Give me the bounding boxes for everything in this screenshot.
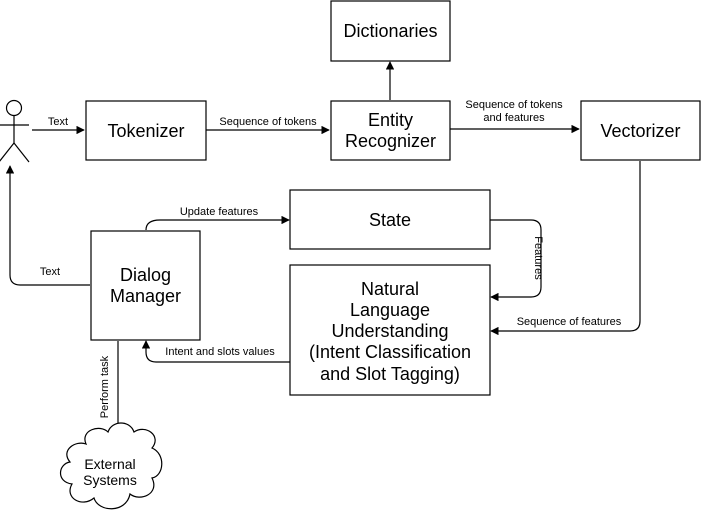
edge-state-to-nlu xyxy=(490,219,542,302)
dialog-manager-box xyxy=(90,230,201,341)
dictionaries-label: Dictionaries xyxy=(343,21,437,41)
edge-label-entity-to-vectorizer-line-2: and features xyxy=(483,112,545,124)
edge-label-dialog-to-state: Update features xyxy=(180,206,259,218)
external-systems-label-line-2: Systems xyxy=(83,472,137,488)
entity-recognizer-label-line-1: Entity xyxy=(368,110,413,130)
entity-recognizer-box xyxy=(330,100,451,161)
external-systems-label-line-1: External xyxy=(84,456,135,472)
edge-label-user-to-tokenizer: Text xyxy=(48,116,68,128)
dictionaries-box xyxy=(330,0,451,62)
nlu-label-line-5: and Slot Tagging) xyxy=(320,364,460,384)
nlu-label-line-3: Understanding xyxy=(331,321,448,341)
edge-dialog-to-state xyxy=(145,215,290,231)
nlu-label-line-2: Language xyxy=(350,300,430,320)
dialog-manager-label-line-1: Dialog xyxy=(120,265,171,285)
edge-vectorizer-to-nlu xyxy=(490,161,641,336)
edge-label-vectorizer-to-nlu: Sequence of features xyxy=(517,316,622,328)
edge-label-entity-to-vectorizer-line-1: Sequence of tokens xyxy=(465,99,563,111)
nlu-label-line-4: (Intent Classification xyxy=(309,342,471,362)
nlu-box xyxy=(289,264,491,396)
tokenizer-label: Tokenizer xyxy=(107,121,184,141)
nlu-label-line-1: Natural xyxy=(361,279,419,299)
vectorizer-label: Vectorizer xyxy=(600,121,680,141)
tokenizer-box xyxy=(85,100,207,161)
entity-recognizer-label-line-2: Recognizer xyxy=(345,131,436,151)
vectorizer-box xyxy=(580,100,701,161)
external-systems-cloud xyxy=(59,422,163,510)
edge-label-tokenizer-to-entity: Sequence of tokens xyxy=(219,116,317,128)
edge-label-nlu-to-dialog: Intent and slots values xyxy=(165,346,275,358)
edge-label-dialog-to-external: Perform task xyxy=(99,355,111,418)
state-box xyxy=(289,189,491,250)
edge-label-dialog-to-user: Text xyxy=(40,266,60,278)
dialog-manager-label-line-2: Manager xyxy=(110,286,181,306)
edge-label-state-to-nlu: Features xyxy=(532,236,544,280)
state-label: State xyxy=(369,210,411,230)
edge-nlu-to-dialog xyxy=(141,340,290,363)
user-actor-icon xyxy=(0,99,30,163)
edge-dialog-to-user xyxy=(5,165,90,286)
